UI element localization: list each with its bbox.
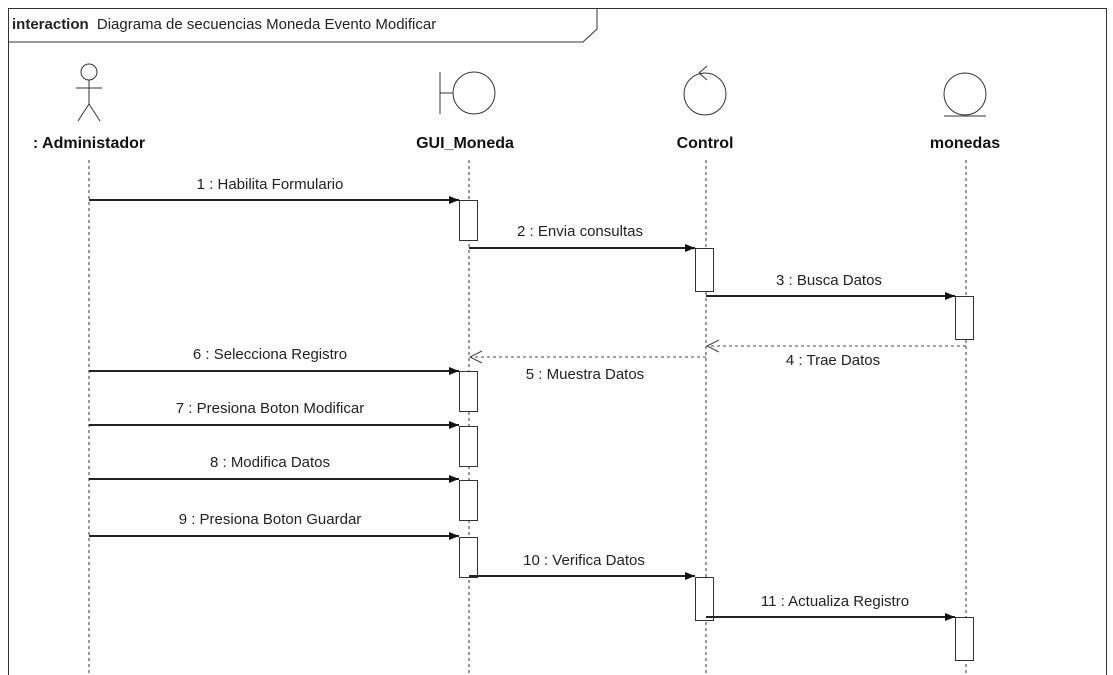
boundary-icon: [439, 71, 496, 115]
lifeline-name-control: Control: [677, 135, 734, 152]
message-3: 3 : Busca Datos: [706, 272, 955, 300]
frame-label-pentagon: [8, 8, 598, 43]
activation-control-1: [695, 248, 714, 292]
activation-monedas-1: [955, 296, 974, 340]
message-label: 7 : Presiona Boton Modificar: [176, 400, 364, 417]
message-label: 4 : Trae Datos: [786, 352, 880, 369]
message-10: 10 : Verifica Datos: [469, 552, 695, 580]
message-label: 1 : Habilita Formulario: [197, 176, 344, 193]
lifeline-name-admin: : Administador: [33, 135, 145, 152]
message-label: 11 : Actualiza Registro: [761, 593, 909, 610]
activation-gui-4: [459, 480, 478, 521]
lifeline-name-gui: GUI_Moneda: [416, 135, 514, 152]
message-7: 7 : Presiona Boton Modificar: [89, 400, 459, 429]
message-11: 11 : Actualiza Registro: [706, 593, 955, 621]
activation-gui-1: [459, 200, 478, 241]
activations: [459, 200, 974, 661]
message-8: 8 : Modifica Datos: [89, 454, 459, 483]
message-5: 5 : Muestra Datos: [468, 350, 706, 383]
activation-monedas-2: [955, 617, 974, 661]
message-label: 8 : Modifica Datos: [210, 454, 330, 471]
lifeline-gui: GUI_Moneda: [416, 71, 514, 675]
entity-icon: [943, 72, 987, 117]
message-label: 3 : Busca Datos: [776, 272, 882, 289]
activation-gui-2: [459, 371, 478, 412]
message-label: 9 : Presiona Boton Guardar: [179, 511, 362, 528]
message-label: 6 : Selecciona Registro: [193, 346, 347, 363]
control-icon: [683, 65, 727, 116]
lifeline-control: Control: [677, 65, 734, 675]
frame-keyword: interaction: [12, 16, 89, 33]
message-label: 10 : Verifica Datos: [523, 552, 645, 569]
lifeline-admin: : Administador: [33, 63, 145, 675]
interaction-frame: interaction Diagrama de secuencias Moned…: [8, 8, 1107, 675]
message-label: 2 : Envia consultas: [517, 223, 643, 240]
activation-gui-5: [459, 537, 478, 578]
activation-control-2: [695, 577, 714, 621]
message-label: 5 : Muestra Datos: [526, 366, 644, 383]
message-9: 9 : Presiona Boton Guardar: [89, 511, 459, 540]
message-6: 6 : Selecciona Registro: [89, 346, 459, 375]
message-4: 4 : Trae Datos: [705, 339, 966, 369]
activation-gui-3: [459, 426, 478, 467]
messages: 1 : Habilita Formulario 2 : Envia consul…: [89, 176, 966, 621]
svg-text:interaction Diagrama de: interaction Diagrama de secuencias Moned…: [12, 16, 436, 33]
lifeline-monedas: monedas: [930, 72, 1000, 675]
frame-title: Diagrama de secuencias Moneda Evento Mod…: [97, 16, 436, 33]
message-1: 1 : Habilita Formulario: [89, 176, 459, 204]
message-2: 2 : Envia consultas: [469, 223, 695, 252]
lifeline-name-monedas: monedas: [930, 135, 1000, 152]
actor-icon: [76, 63, 102, 122]
